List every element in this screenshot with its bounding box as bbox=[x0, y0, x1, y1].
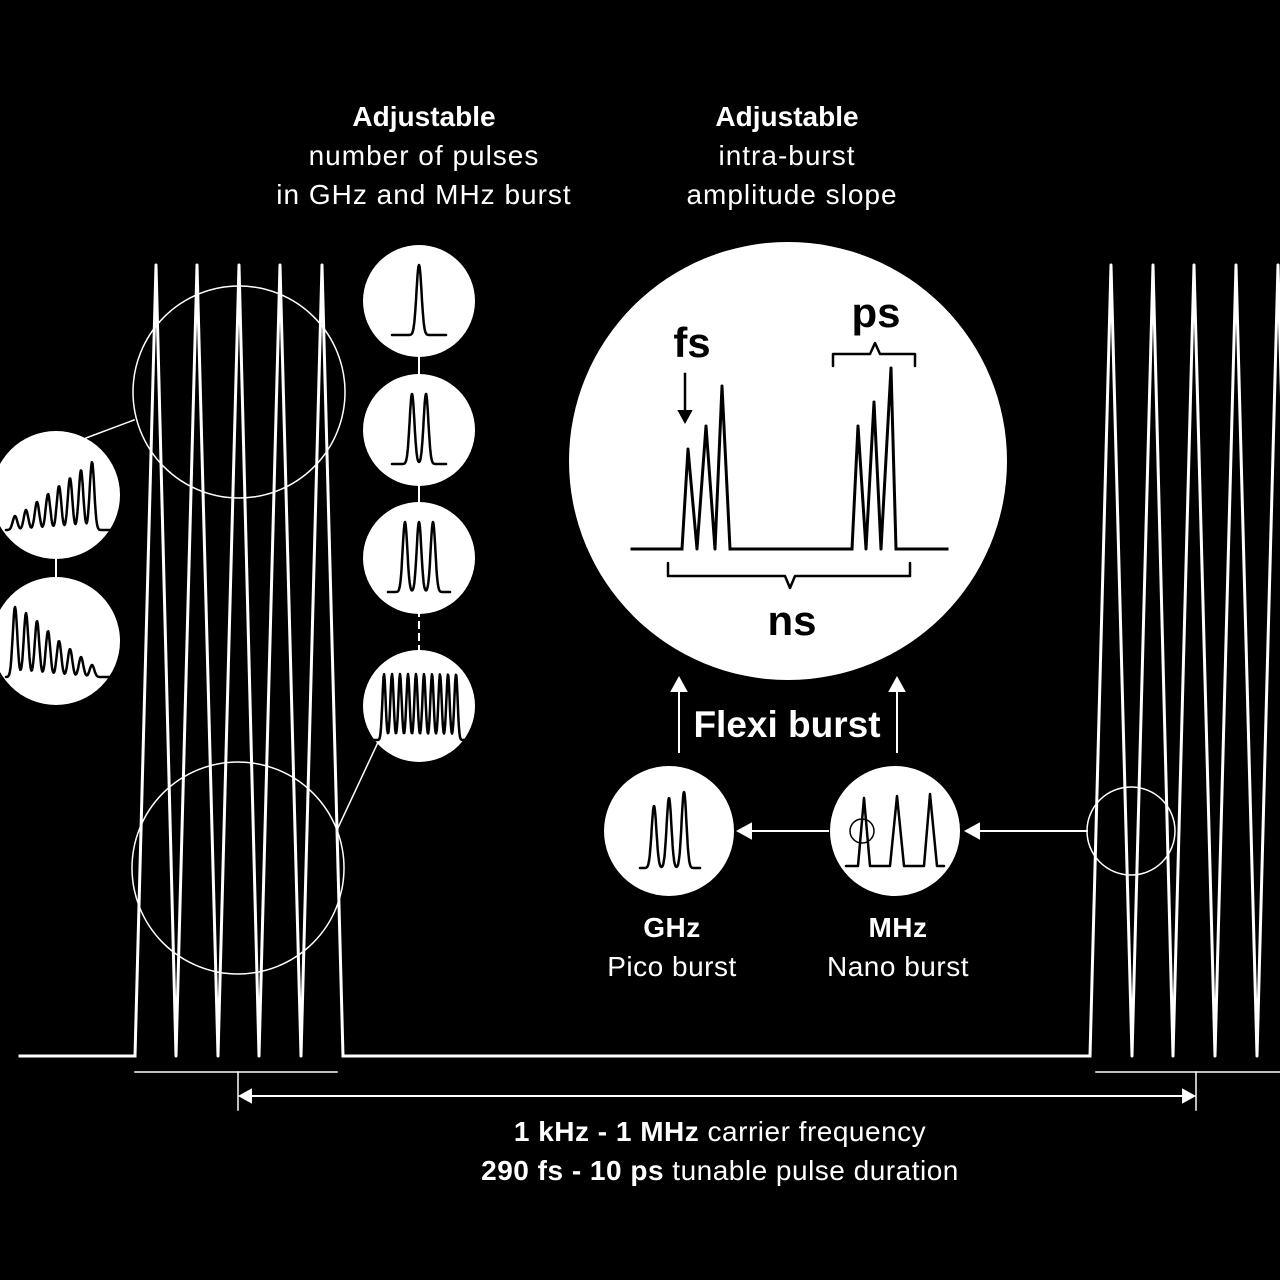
label-ghz: GHz bbox=[643, 912, 701, 943]
footer-pulse-duration: 290 fs - 10 ps tunable pulse duration bbox=[380, 1157, 1060, 1185]
left-burst-pulses bbox=[133, 263, 345, 1058]
flexi-zoom-circle bbox=[569, 242, 1007, 680]
triple-pulse bbox=[386, 520, 452, 594]
mhz-inner-zoom-circle bbox=[849, 818, 875, 844]
zoom-circle-right-burst bbox=[1086, 786, 1176, 876]
zoom-circle-top-left bbox=[132, 285, 346, 499]
zoom-second-burst-pulses bbox=[850, 366, 898, 551]
ghz-pulses bbox=[638, 790, 702, 870]
footer-carrier-frequency: 1 kHz - 1 MHz carrier frequency bbox=[380, 1118, 1060, 1146]
rising-amplitude-pulses bbox=[4, 461, 112, 532]
connector-bottom-left bbox=[336, 737, 381, 831]
label-nano-burst: Nano burst bbox=[827, 951, 969, 982]
many-pulses bbox=[368, 672, 470, 742]
double-pulse bbox=[390, 392, 448, 466]
header-right-title: Adjustable bbox=[715, 101, 859, 132]
footer-line2-text: tunable pulse duration bbox=[664, 1155, 959, 1186]
pulse-count-circle-2 bbox=[363, 374, 475, 486]
falling-amplitude-pulses bbox=[4, 605, 112, 679]
header-right-line1: intra-burst bbox=[718, 140, 856, 171]
dimension-arrow-right bbox=[1182, 1088, 1196, 1104]
connector-top-left bbox=[85, 419, 135, 439]
header-left-line2: in GHz and MHz burst bbox=[276, 179, 572, 210]
label-fs: fs bbox=[673, 319, 711, 366]
dimension-arrow-left bbox=[238, 1088, 252, 1104]
arrow-burst-to-mhz-head bbox=[964, 822, 980, 840]
up-arrow-right-head bbox=[888, 676, 906, 692]
ns-bracket bbox=[666, 561, 912, 590]
header-left-line1: number of pulses bbox=[308, 140, 540, 171]
header-left-title: Adjustable bbox=[352, 101, 496, 132]
label-flexi-burst: Flexi burst bbox=[693, 704, 881, 745]
single-pulse bbox=[390, 263, 448, 337]
label-pico-burst: Pico burst bbox=[607, 951, 737, 982]
footer-line1-text: carrier frequency bbox=[699, 1116, 927, 1147]
pulse-count-circle-3 bbox=[363, 502, 475, 614]
arrow-mhz-to-ghz-head bbox=[736, 822, 752, 840]
label-ns: ns bbox=[767, 597, 817, 644]
pulse-count-circle-1 bbox=[363, 245, 475, 357]
right-burst-pulses bbox=[1088, 263, 1280, 1058]
ghz-circle bbox=[604, 766, 734, 896]
fs-arrow-head bbox=[677, 410, 693, 424]
label-mhz: MHz bbox=[868, 912, 928, 943]
zoom-first-burst-pulses bbox=[680, 384, 732, 551]
ps-bracket bbox=[831, 341, 917, 368]
up-arrow-left-head bbox=[670, 676, 688, 692]
footer-line1-bold: 1 kHz - 1 MHz bbox=[513, 1116, 700, 1147]
header-right-line2: amplitude slope bbox=[686, 179, 898, 210]
footer-line2-bold: 290 fs - 10 ps bbox=[481, 1155, 665, 1186]
zoom-circle-bottom-left bbox=[131, 761, 345, 975]
mhz-circle bbox=[830, 766, 960, 896]
mhz-pulses bbox=[844, 792, 946, 868]
label-ps: ps bbox=[851, 289, 901, 336]
